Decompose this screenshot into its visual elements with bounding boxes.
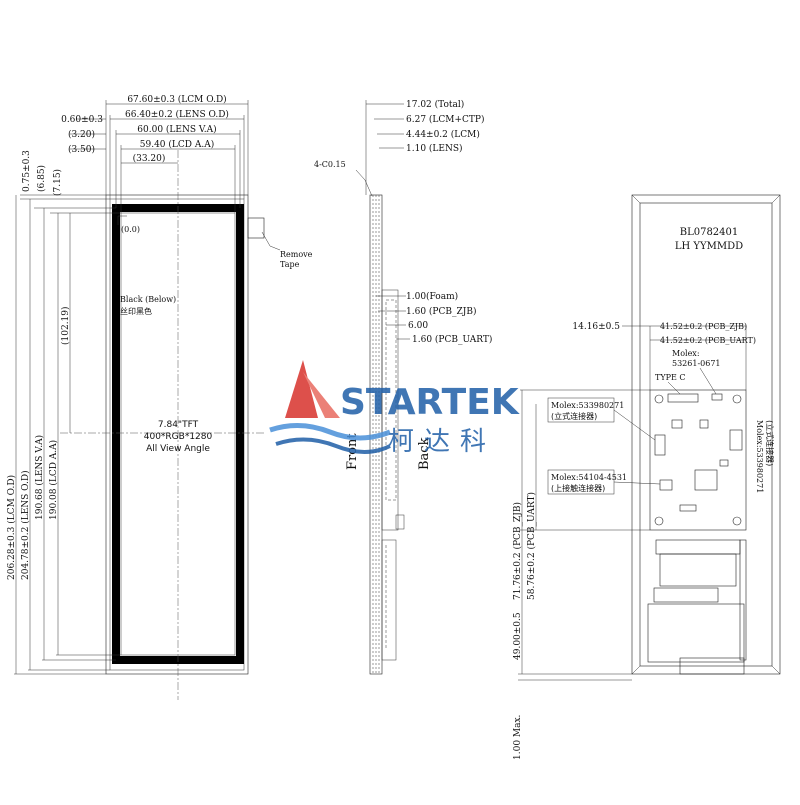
dim-pcb-zjb: 1.60 (PCB_ZJB) xyxy=(406,306,476,317)
molex-top-label-1: Molex: xyxy=(672,349,700,358)
tft-size-text: 7.84"TFT xyxy=(158,420,199,430)
dim-top-aa-offset: (7.15) xyxy=(52,169,63,196)
chamfer-label: 4-C0.15 xyxy=(314,160,346,169)
black-below-cn-label: 丝印黑色 xyxy=(120,306,152,316)
molex-left-label-1: Molex:533980271 xyxy=(551,401,624,410)
dim-left-aa-offset: (3.50) xyxy=(68,144,95,155)
date-code: LH YYMMDD xyxy=(675,241,743,252)
front-view: Remove Tape (0.0) Black (Below) 丝印黑色 7.8… xyxy=(6,94,313,700)
dim-lcm-od: 67.60±0.3 (LCM O.D) xyxy=(127,94,226,105)
view-angle-text: All View Angle xyxy=(146,444,210,454)
startek-logo: STARTEK 柯达科 xyxy=(269,360,520,457)
remove-tape-label-1: Remove xyxy=(280,250,313,259)
dim-lcm-thickness: 4.44±0.2 (LCM) xyxy=(406,129,480,140)
dim-left-va-offset: (3.20) xyxy=(68,129,95,140)
dim-top-offset: 0.75±0.3 xyxy=(22,150,32,192)
type-c-label: TYPE C xyxy=(655,373,686,382)
dim-pcb-zjb-width: 41.52±0.2 (PCB_ZJB) xyxy=(660,322,747,331)
molex-right-label-2: (立式连接器) xyxy=(765,420,775,466)
dim-pcb-uart-width: 41.52±0.2 (PCB_UART) xyxy=(660,336,756,345)
dim-lcd-aa: 59.40 (LCD A.A) xyxy=(140,139,214,150)
dim-left-offset: 0.60±0.3 xyxy=(61,115,103,125)
dim-max-thickness: 1.00 Max. xyxy=(513,714,523,760)
molex-right-label-1: Molex:533980271 xyxy=(755,420,764,493)
fpc-region xyxy=(647,603,745,663)
remove-tape-tab xyxy=(247,217,265,239)
back-view: BL0782401 LH YYMMDD 14.16±0.5 41.52±0.2 … xyxy=(512,194,781,760)
molex-left2-label-2: (上接触连接器) xyxy=(551,483,605,493)
dim-total-thickness: 17.02 (Total) xyxy=(406,99,464,110)
dim-pcb-uart-height: 58.76±0.2 (PCB_UART) xyxy=(526,492,537,600)
dim-fpc-length: 49.00±0.5 xyxy=(513,612,523,660)
dim-lens-height: 204.78±0.2 (LENS O.D) xyxy=(20,470,31,580)
product-code: BL0782401 xyxy=(680,227,739,238)
molex-left2-label-1: Molex:54104-4531 xyxy=(551,473,627,482)
dim-lens-od: 66.40±0.2 (LENS O.D) xyxy=(125,109,229,120)
dim-lens-va: 60.00 (LENS V.A) xyxy=(137,124,216,135)
origin-label: (0.0) xyxy=(121,225,140,234)
molex-left-label-2: (立式连接器) xyxy=(551,411,597,421)
dim-pcb-offset: 14.16±0.5 xyxy=(572,322,620,332)
dim-lens-va-height: 190.68 (LENS V.A) xyxy=(34,435,45,520)
back-label: Back xyxy=(417,437,432,470)
dim-lcd-aa-height: 190.08 (LCD A.A) xyxy=(48,440,59,520)
dim-lens-thickness: 1.10 (LENS) xyxy=(406,143,463,154)
resolution-text: 400*RGB*1280 xyxy=(144,432,213,442)
logo-cn-text: 柯达科 xyxy=(388,427,496,457)
remove-tape-label-2: Tape xyxy=(280,260,300,269)
dim-half-height: (102.19) xyxy=(60,306,71,345)
dim-lcm-ctp: 6.27 (LCM+CTP) xyxy=(406,114,485,125)
dim-six: 6.00 xyxy=(408,321,428,331)
dim-pcb-uart: 1.60 (PCB_UART) xyxy=(412,334,492,345)
molex-top-label-2: 53261-0671 xyxy=(672,359,721,368)
dim-foam: 1.00(Foam) xyxy=(406,291,458,302)
dim-half-width: (33.20) xyxy=(133,153,166,164)
logo-sail-icon xyxy=(285,360,318,418)
dim-pcb-zjb-height: 71.76±0.2 (PCB_ZJB) xyxy=(512,502,523,600)
pcb-board xyxy=(649,389,747,531)
dim-top-va-offset: (6.85) xyxy=(36,165,47,192)
dim-lcm-height: 206.28±0.3 (LCM O.D) xyxy=(6,475,17,580)
side-view: 4-C0.15 17.02 (Total) 6.27 (LCM+CTP) 4.4… xyxy=(314,99,492,675)
black-below-label: Black (Below) xyxy=(120,295,176,304)
logo-text: STARTEK xyxy=(340,382,520,423)
